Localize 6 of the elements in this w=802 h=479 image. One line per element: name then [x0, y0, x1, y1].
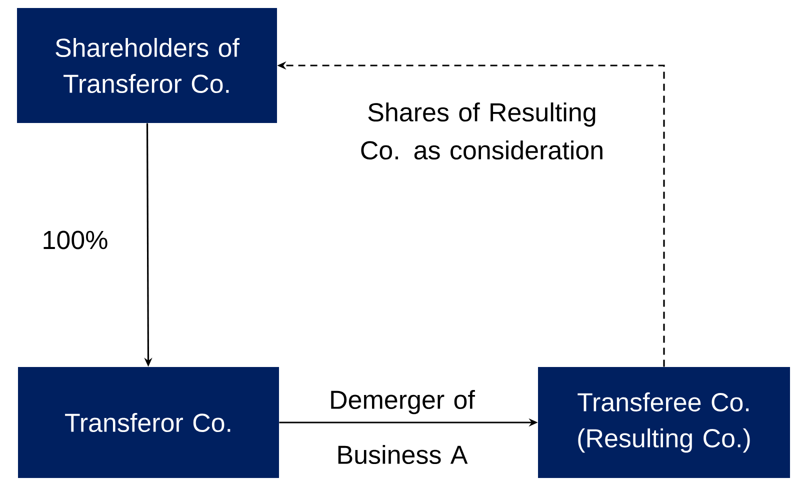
edge-label: Shares of Resulting Co. as consideration — [361, 102, 602, 160]
company-box: Transferee Co. (Resulting Co.) — [538, 367, 790, 478]
edge-label: 100% — [44, 230, 108, 250]
company-box: Shareholders of Transferor Co. — [17, 8, 277, 123]
company-box: Transferor Co. — [18, 367, 279, 478]
edge-label: Demerger of Business A — [331, 390, 475, 464]
